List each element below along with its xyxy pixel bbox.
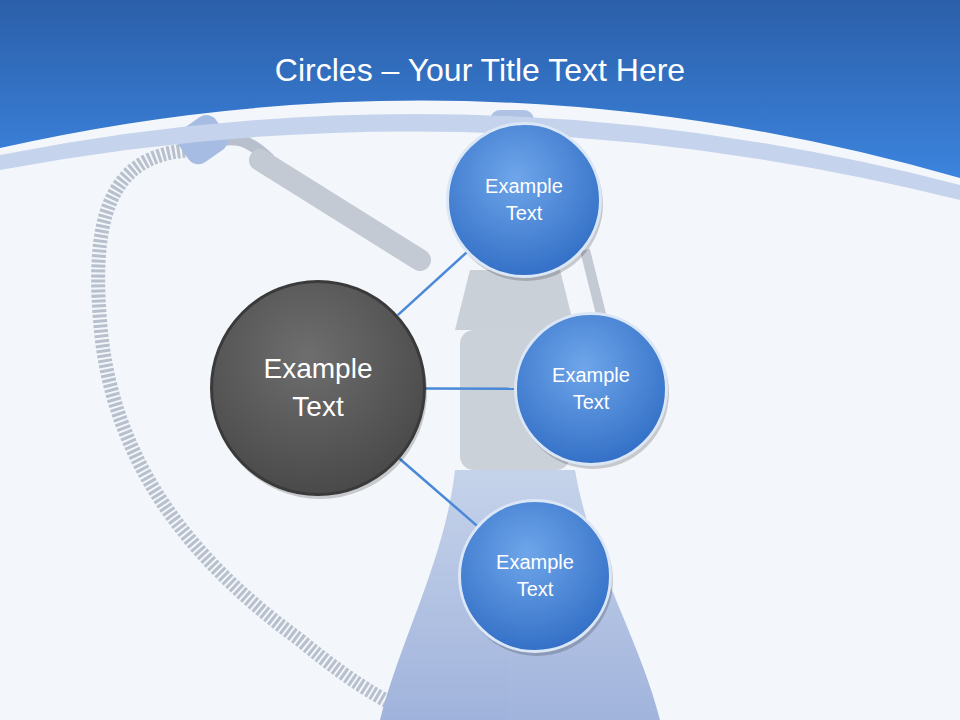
hose-port	[260, 160, 420, 260]
circle-outline	[514, 312, 668, 466]
circle-label: Example Text	[481, 549, 588, 603]
hose	[98, 150, 430, 720]
circle-outline	[446, 122, 602, 278]
circle-content: Example Text	[458, 499, 612, 653]
connector-line	[398, 253, 467, 316]
circle-label: Example Text	[245, 350, 391, 426]
circle-content: Example Text	[514, 312, 668, 466]
circle-content: Example Text	[210, 280, 426, 496]
satellite-circle: Example Text	[514, 312, 668, 466]
satellite-circle: Example Text	[458, 499, 612, 653]
circle-shape	[212, 282, 425, 495]
satellite-circle: Example Text	[446, 122, 602, 278]
connector-line	[426, 387, 514, 390]
connector-line	[400, 459, 477, 526]
circle-shape	[448, 124, 601, 277]
base-bottle	[380, 470, 660, 720]
circle-label: Example Text	[537, 362, 644, 416]
circle-shape	[516, 314, 667, 465]
main-circle: Example Text	[210, 280, 426, 496]
circle-content: Example Text	[446, 122, 602, 278]
circle-label: Example Text	[470, 173, 579, 227]
slide-title: Circles – Your Title Text Here	[0, 52, 960, 89]
circle-outline	[210, 280, 426, 496]
circle-outline	[458, 499, 612, 653]
circle-shape	[460, 501, 611, 652]
